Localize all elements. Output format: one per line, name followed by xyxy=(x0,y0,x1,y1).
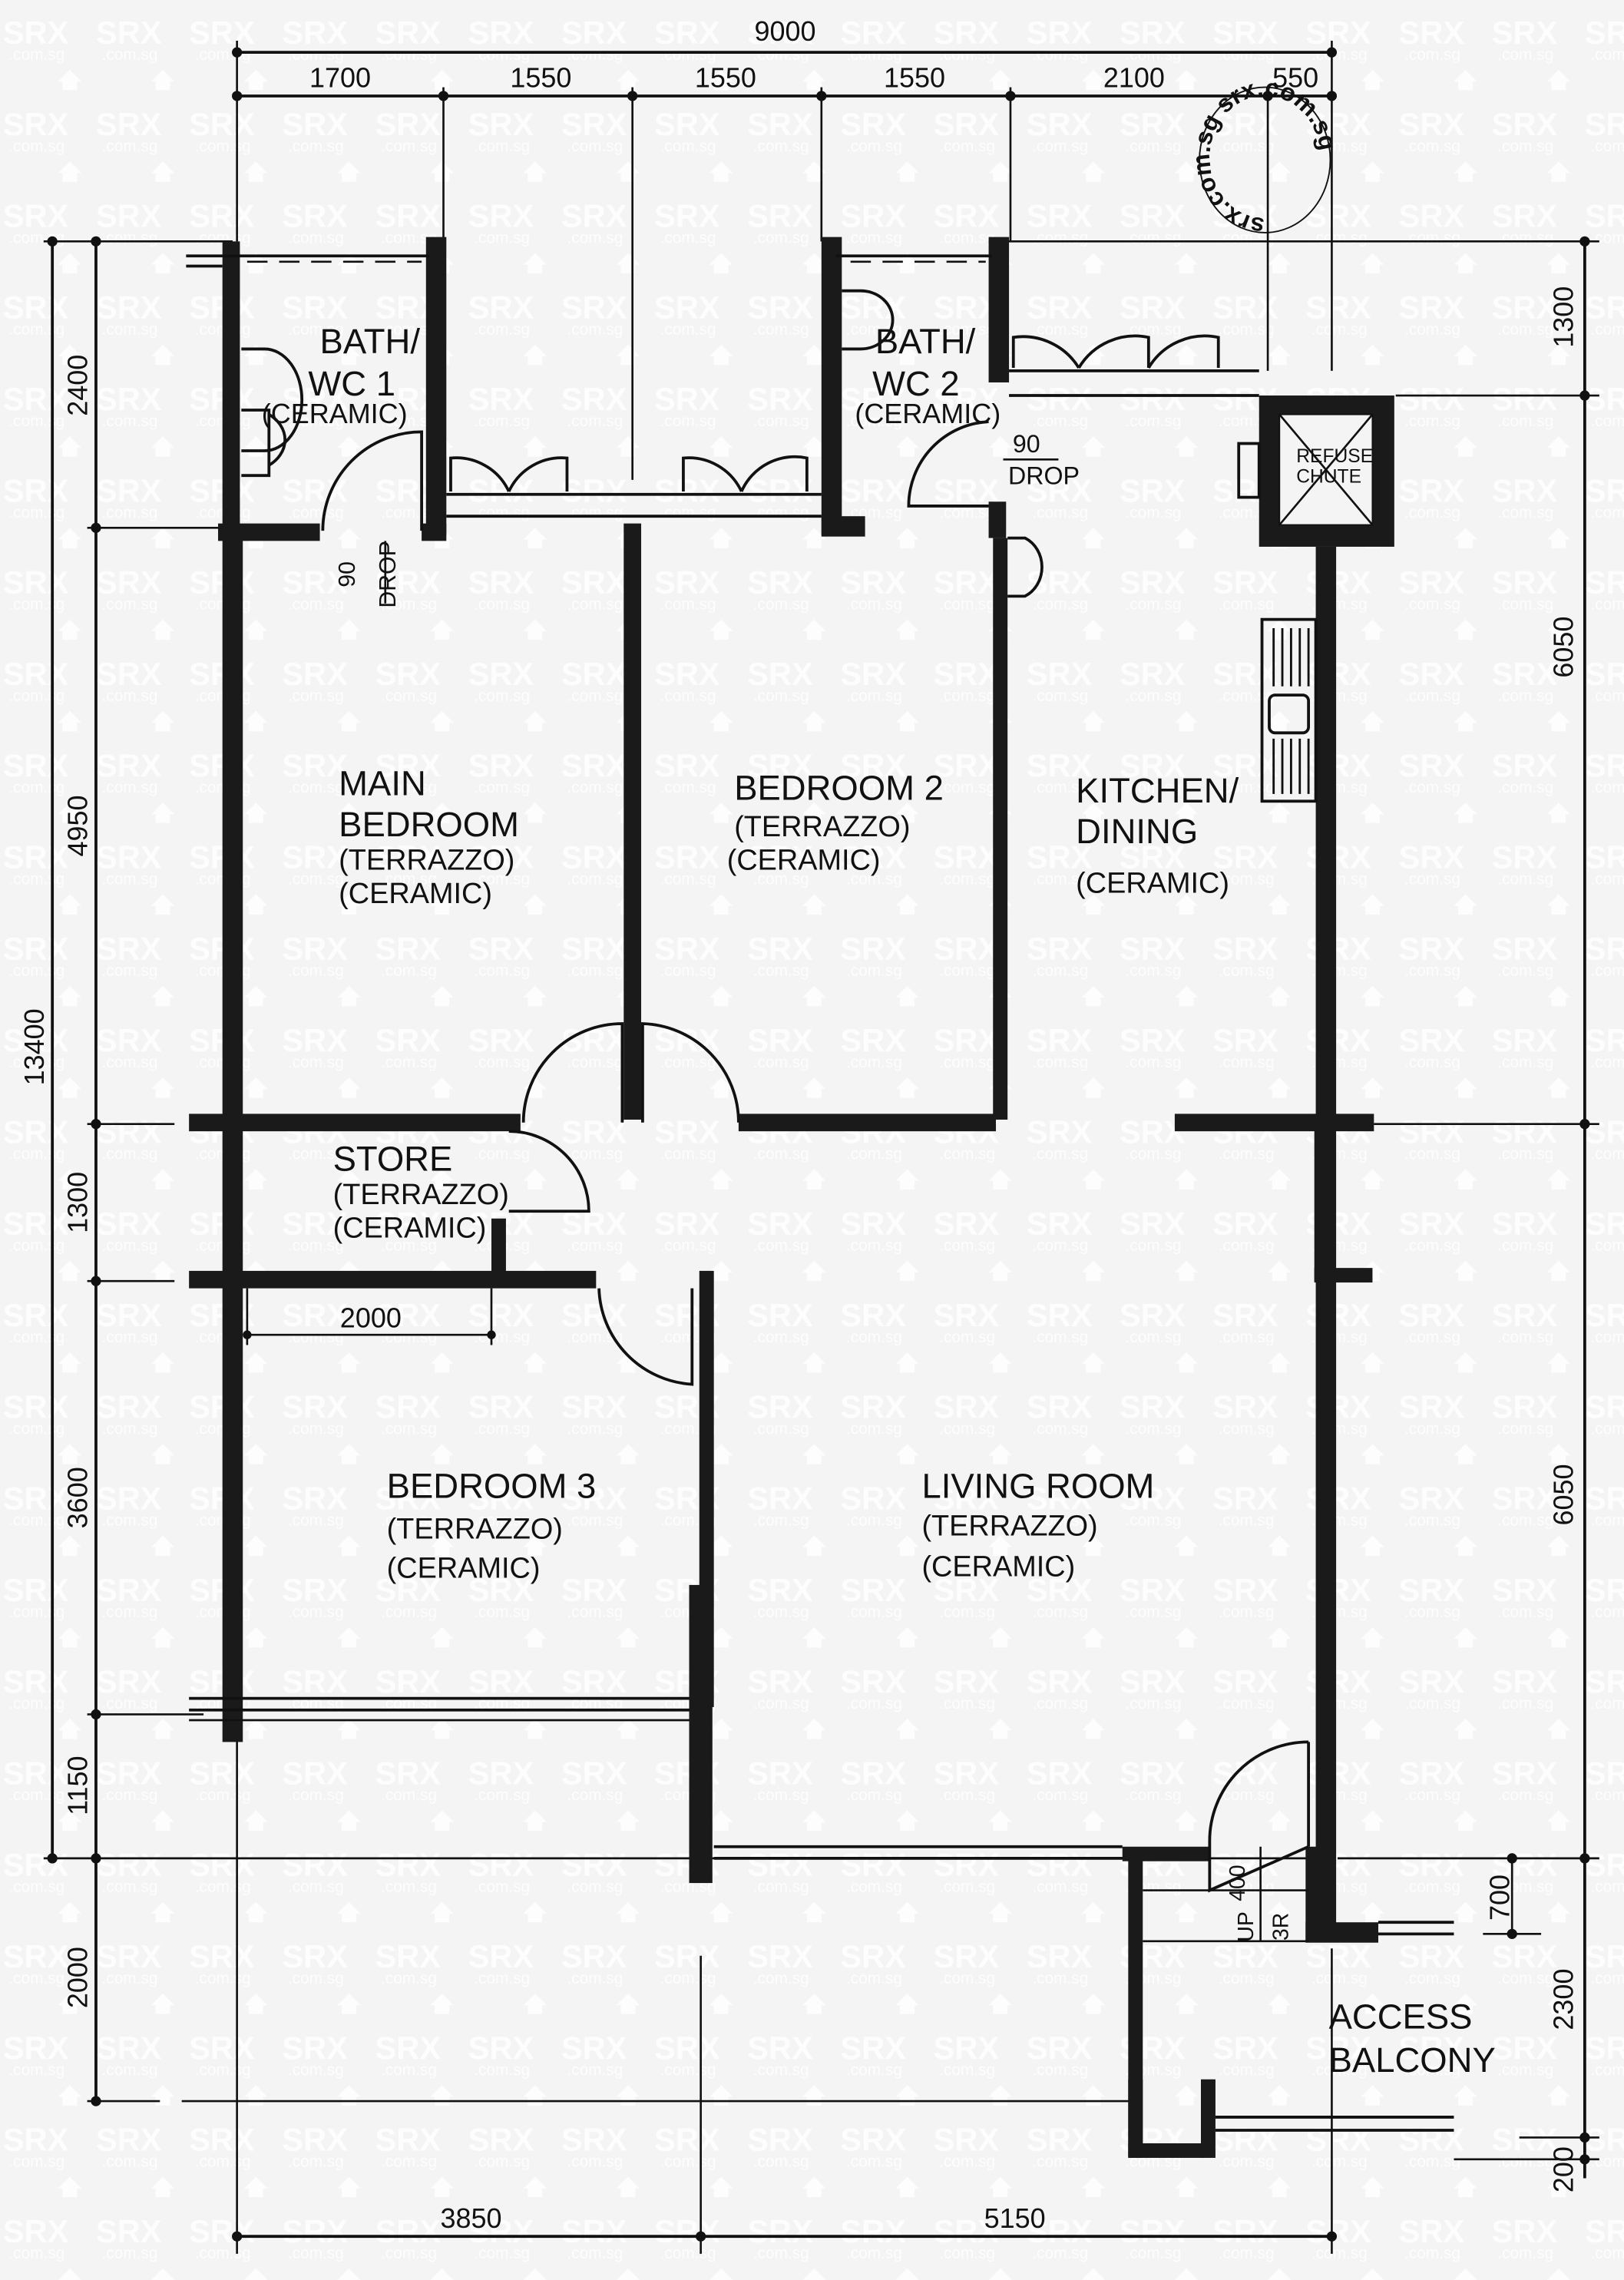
svg-text:LIVING ROOM: LIVING ROOM xyxy=(921,1466,1154,1505)
svg-text:BEDROOM 3: BEDROOM 3 xyxy=(387,1466,597,1505)
svg-text:(CERAMIC): (CERAMIC) xyxy=(262,398,408,429)
label-store: STORE (TERRAZZO) (CERAMIC) xyxy=(333,1139,509,1244)
svg-text:DINING: DINING xyxy=(1076,812,1198,851)
dim-bottom-1: 5150 xyxy=(984,2202,1046,2234)
drop2-label: DROP xyxy=(1008,462,1080,490)
room-labels: BATH/ WC 1 (CERAMIC) BATH/ WC 2 (CERAMIC… xyxy=(262,322,1496,2080)
label-bedroom3: BEDROOM 3 (TERRAZZO) (CERAMIC) xyxy=(387,1466,597,1584)
dim-right-4: 2300 xyxy=(1548,1969,1579,2030)
refuse-chute-label-2: CHUTE xyxy=(1296,467,1361,488)
svg-text:WC 2: WC 2 xyxy=(872,364,960,403)
doors xyxy=(321,334,1311,1893)
windows xyxy=(186,254,1454,2132)
label-living-room: LIVING ROOM (TERRAZZO) (CERAMIC) xyxy=(921,1466,1154,1583)
dim-left-0: 2400 xyxy=(62,355,94,416)
dim-top-4: 2100 xyxy=(1103,62,1165,94)
dimension-bottom: 3850 5150 xyxy=(232,1722,1338,2254)
svg-text:(CERAMIC): (CERAMIC) xyxy=(1076,868,1229,900)
dim-left-5: 2000 xyxy=(62,1947,94,2008)
svg-text:BEDROOM: BEDROOM xyxy=(339,805,519,844)
dim-right-5: 200 xyxy=(1548,2146,1579,2192)
refuse-chute-label-1: REFUSE xyxy=(1296,446,1373,467)
svg-text:(CERAMIC): (CERAMIC) xyxy=(333,1212,487,1244)
svg-text:(TERRAZZO): (TERRAZZO) xyxy=(387,1513,563,1545)
dim-right-2: 6050 xyxy=(1548,1464,1579,1525)
label-bedroom2: BEDROOM 2 (TERRAZZO) (CERAMIC) xyxy=(727,768,944,876)
dim-right-1: 6050 xyxy=(1548,617,1579,678)
dimension-top: 9000 1700 1550 1550 1550 2100 550 xyxy=(232,15,1338,480)
step-risers: 3R xyxy=(1269,1913,1294,1941)
dim-bottom-0: 3850 xyxy=(440,2202,501,2234)
svg-text:BALCONY: BALCONY xyxy=(1329,2040,1496,2080)
dim-left-2: 1300 xyxy=(62,1172,94,1233)
walls xyxy=(189,237,1394,2158)
svg-text:MAIN: MAIN xyxy=(339,764,426,803)
dim-top-5: 550 xyxy=(1272,62,1318,94)
label-bath2: BATH/ WC 2 (CERAMIC) xyxy=(855,322,1001,429)
dim-left-3: 3600 xyxy=(62,1467,94,1528)
svg-text:STORE: STORE xyxy=(333,1139,453,1178)
drop1-label: DROP xyxy=(375,541,401,608)
dim-top-3: 1550 xyxy=(884,62,945,94)
dim-right-0: 1300 xyxy=(1548,286,1579,348)
label-bath1: BATH/ WC 1 (CERAMIC) xyxy=(262,322,421,429)
dim-top-2: 1550 xyxy=(695,62,756,94)
svg-text:(TERRAZZO): (TERRAZZO) xyxy=(333,1179,509,1211)
label-access-balcony: ACCESS BALCONY xyxy=(1329,1997,1496,2080)
svg-text:(TERRAZZO): (TERRAZZO) xyxy=(734,811,910,843)
floor-drops: 90 DROP 90 DROP xyxy=(335,430,1080,608)
svg-text:BEDROOM 2: BEDROOM 2 xyxy=(734,768,944,807)
svg-text:BATH/: BATH/ xyxy=(875,322,976,361)
label-kitchen: KITCHEN/ DINING (CERAMIC) xyxy=(1076,771,1239,899)
svg-text:BATH/: BATH/ xyxy=(320,322,421,361)
svg-text:(CERAMIC): (CERAMIC) xyxy=(387,1552,541,1584)
svg-text:(TERRAZZO): (TERRAZZO) xyxy=(921,1511,1097,1543)
step-rise: 400 xyxy=(1225,1865,1250,1901)
dimension-right: 1300 6050 6050 700 2300 200 xyxy=(988,236,1599,2192)
svg-text:ACCESS: ACCESS xyxy=(1329,1997,1473,2036)
dim-top-1: 1550 xyxy=(510,62,571,94)
svg-text:WC 1: WC 1 xyxy=(308,364,395,403)
svg-text:KITCHEN/: KITCHEN/ xyxy=(1076,771,1239,810)
svg-text:(CERAMIC): (CERAMIC) xyxy=(727,844,881,876)
label-main-bedroom: MAIN BEDROOM (TERRAZZO) (CERAMIC) xyxy=(339,764,519,910)
step-up: UP xyxy=(1234,1911,1259,1941)
dim-left-1: 4950 xyxy=(62,795,94,856)
dim-top-total: 9000 xyxy=(754,15,815,47)
svg-text:(CERAMIC): (CERAMIC) xyxy=(921,1551,1075,1583)
drop2-value: 90 xyxy=(1013,430,1040,458)
dim-top-0: 1700 xyxy=(309,62,371,94)
dim-left-4: 1150 xyxy=(62,1756,94,1815)
drop1-value: 90 xyxy=(335,561,360,587)
dim-left-total: 13400 xyxy=(18,1008,50,1085)
svg-text:(CERAMIC): (CERAMIC) xyxy=(855,398,1001,429)
dim-right-3: 700 xyxy=(1483,1875,1515,1921)
svg-text:(TERRAZZO): (TERRAZZO) xyxy=(339,844,514,876)
fixtures: REFUSE CHUTE 2000 400 UP 3R xyxy=(241,289,1374,1942)
dim-store-width: 2000 xyxy=(340,1302,402,1334)
svg-text:(CERAMIC): (CERAMIC) xyxy=(339,878,492,910)
